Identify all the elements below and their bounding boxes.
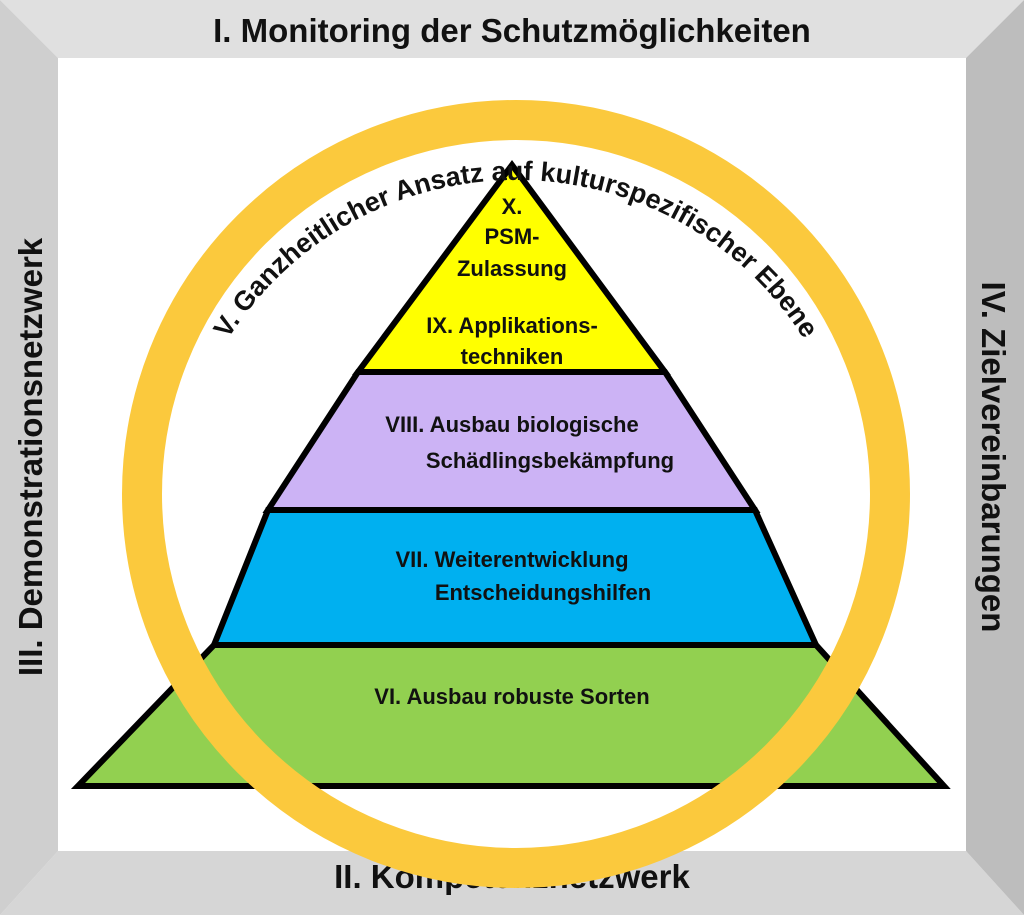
- tier-x-label-line3: Zulassung: [457, 256, 567, 281]
- tier-vii-label-line2: Entscheidungshilfen: [435, 580, 651, 605]
- tier-ix-label-line1: IX. Applikations-: [426, 313, 598, 338]
- ring: [122, 100, 910, 888]
- pyramid: [70, 159, 951, 789]
- frame-label-top: I. Monitoring der Schutzmöglichkeiten: [213, 12, 811, 49]
- frame-right-bevel: [966, 0, 1024, 915]
- frame-label-right: IV. Zielvereinbarungen: [975, 282, 1012, 633]
- tier-ix-label-line2: techniken: [461, 344, 564, 369]
- tier-viii-label-line1: VIII. Ausbau biologische: [385, 412, 638, 437]
- tier-viii-label-line2: Schädlingsbekämpfung: [426, 448, 674, 473]
- frame-left-bevel: [0, 0, 58, 915]
- tier-vi-label-line1: VI. Ausbau robuste Sorten: [374, 684, 649, 709]
- tier-vii-label-line1: VII. Weiterentwicklung: [395, 547, 628, 572]
- pyramid-tier-vii: [209, 507, 821, 648]
- frame-label-left: III. Demonstrationsnetzwerk: [12, 237, 49, 676]
- frame-top-bevel: [0, 0, 1024, 58]
- tier-x-label-line1: X.: [502, 194, 523, 219]
- pyramid-tier-viii: [262, 369, 761, 513]
- pyramid-tier-ix-x: [352, 159, 671, 375]
- tier-x-label-line2: PSM-: [485, 224, 540, 249]
